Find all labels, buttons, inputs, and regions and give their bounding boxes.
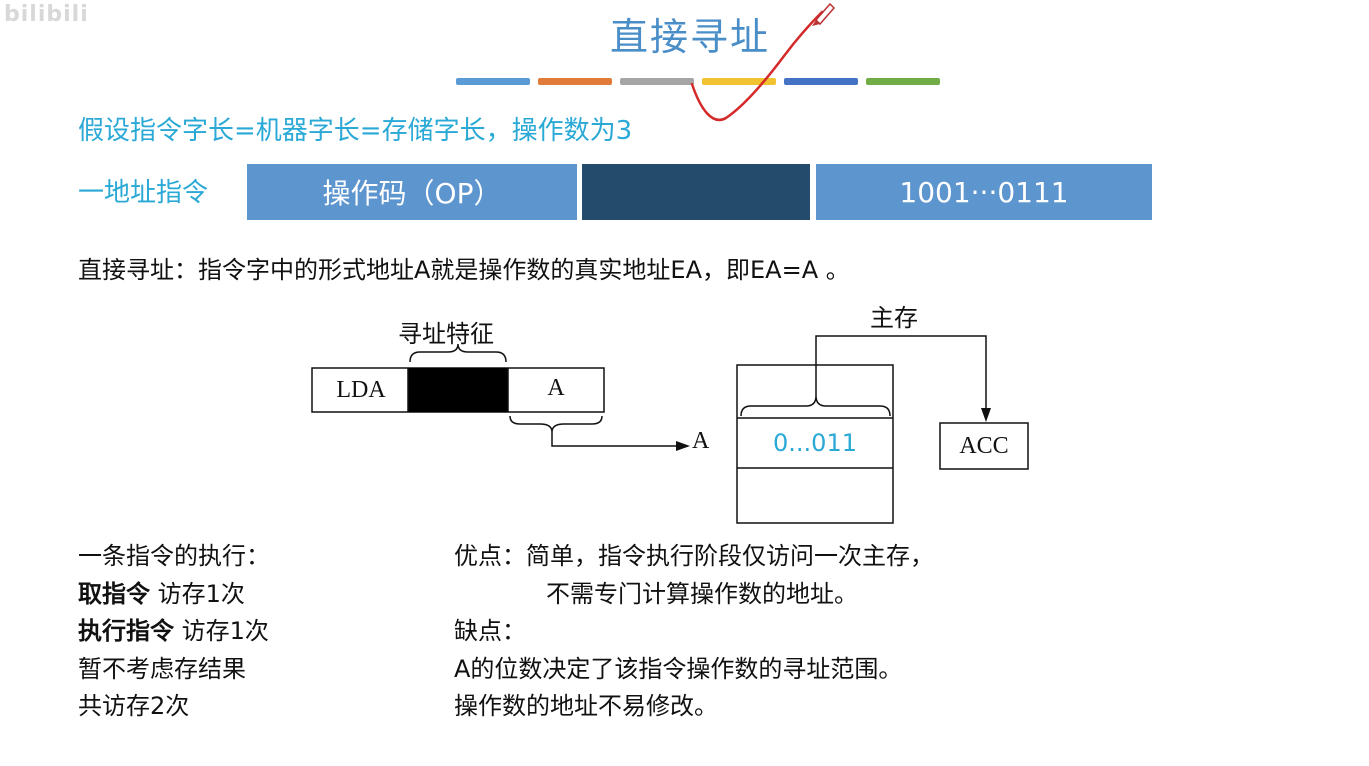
cons-line-2: 操作数的地址不易修改。 bbox=[454, 692, 718, 720]
memory-label: 主存 bbox=[870, 304, 918, 332]
memory-cell-value: 0...011 bbox=[773, 429, 857, 457]
format-address-field: 1001···0111 bbox=[816, 164, 1152, 220]
address-arrow bbox=[551, 432, 682, 447]
feature-label: 寻址特征 bbox=[398, 320, 494, 348]
stripe-1 bbox=[456, 78, 530, 85]
definition-text: 直接寻址：指令字中的形式地址A就是操作数的真实地址EA，即EA=A 。 bbox=[78, 256, 850, 284]
format-label: 一地址指令 bbox=[78, 178, 209, 208]
feature-brace bbox=[409, 343, 507, 363]
stripe-3 bbox=[620, 78, 694, 85]
evaluation-notes: 优点：简单，指令执行阶段仅访问一次主存， 不需专门计算操作数的地址。 缺点： A… bbox=[454, 538, 934, 726]
pen-cursor-icon bbox=[812, 2, 836, 26]
pros-line-2: 不需专门计算操作数的地址。 bbox=[546, 579, 858, 608]
exec-line-4: 暂不考虑存结果 bbox=[78, 654, 246, 683]
stripe-5 bbox=[784, 78, 858, 85]
cons-title: 缺点： bbox=[454, 617, 526, 645]
instr-op-label: LDA bbox=[336, 377, 386, 403]
cons-line-1: A的位数决定了该指令操作数的寻址范围。 bbox=[454, 654, 903, 683]
acc-label: ACC bbox=[959, 433, 1009, 459]
slide-title: 直接寻址 bbox=[609, 15, 770, 59]
watermark: bilibili bbox=[4, 2, 89, 27]
title-underline-stripes bbox=[456, 78, 940, 86]
format-mode-field bbox=[582, 164, 810, 220]
exec-line-5: 共访存2次 bbox=[78, 692, 190, 720]
execution-notes: 一条指令的执行： 取指令 访存1次 执行指令 访存1次 暂不考虑存结果 共访存2… bbox=[78, 538, 270, 726]
mode-field-black bbox=[408, 368, 508, 412]
pros-line-1: 优点：简单，指令执行阶段仅访问一次主存， bbox=[454, 542, 934, 570]
acc-box bbox=[939, 422, 1029, 470]
exec-line-3: 执行指令 访存1次 bbox=[78, 617, 269, 645]
memory-block bbox=[736, 364, 894, 524]
format-opcode-field: 操作码（OP） bbox=[247, 164, 577, 220]
memory-to-acc-arrow bbox=[815, 335, 987, 414]
assumption-text: 假设指令字长=机器字长=存储字长，操作数为3 bbox=[78, 116, 633, 146]
stripe-4 bbox=[702, 78, 776, 85]
exec-line-2: 取指令 访存1次 bbox=[78, 579, 245, 608]
stripe-2 bbox=[538, 78, 612, 85]
exec-line-1: 一条指令的执行： bbox=[78, 542, 270, 570]
instr-addr-label: A bbox=[547, 375, 565, 401]
arrow-target-label: A bbox=[692, 428, 710, 454]
stripe-6 bbox=[866, 78, 940, 85]
